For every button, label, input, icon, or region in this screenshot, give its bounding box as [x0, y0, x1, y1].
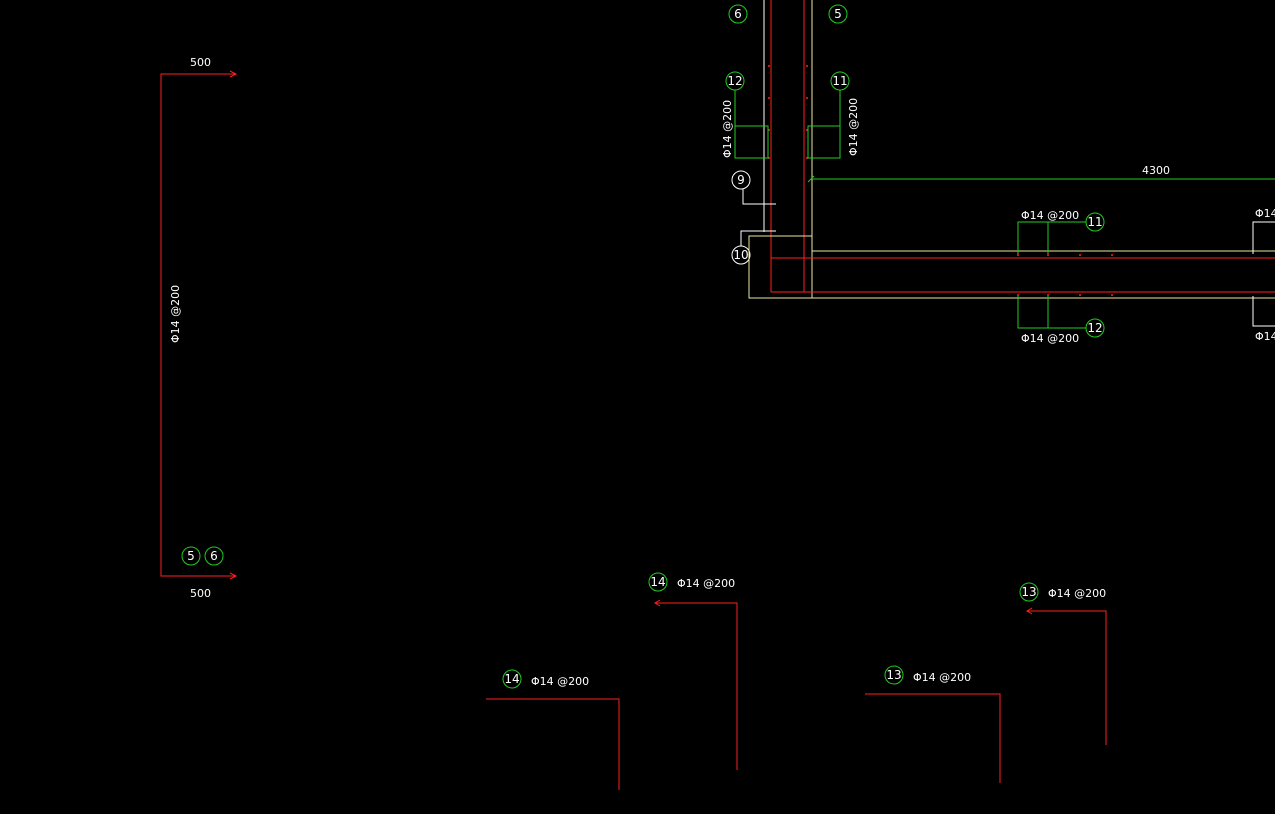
- rebar-detail-5-6: 500 500 Φ14 @200 5 6: [160, 56, 238, 600]
- bubble-14: [648, 572, 668, 592]
- bubble-13: [1019, 582, 1039, 602]
- spec-label-13b: Φ14 @200: [1048, 587, 1106, 600]
- bubble-14-text: 14: [650, 575, 665, 589]
- bubble-12-text: 12: [727, 74, 742, 88]
- spec-label-wall-left: Φ14 @200: [721, 100, 734, 158]
- bar-detail-13-a: 13 Φ14 @200: [865, 665, 1001, 783]
- bubble-6: [728, 4, 748, 24]
- spec-label-13a: Φ14 @200: [913, 671, 971, 684]
- bubble-6-text: 6: [210, 549, 218, 563]
- bubble-11-text: 11: [832, 74, 847, 88]
- leader-11-slab: [1017, 221, 1049, 254]
- bubble-14-text: 14: [504, 672, 519, 686]
- dimension-top-500: 500: [190, 56, 211, 69]
- bubble-9-text: 9: [737, 173, 745, 187]
- slab-section: 4300 11 Φ14 @200 12 Φ14 @200 Φ14 @200 Φ1…: [748, 164, 1275, 345]
- bubble-5: [828, 4, 848, 24]
- leader-10: [740, 230, 776, 246]
- bubble-5-text: 5: [834, 7, 842, 21]
- spec-label-14b: Φ14 @200: [677, 577, 735, 590]
- arrow-head: [1026, 607, 1033, 615]
- rebar-bar-14a: [486, 698, 620, 790]
- bubble-13: [884, 665, 904, 685]
- slab-corner-outline: [748, 235, 812, 299]
- arrow-head: [229, 70, 238, 78]
- slab-right-cut-bottom: [1252, 296, 1275, 327]
- bar-detail-13-b: 13 Φ14 @200: [1019, 582, 1107, 745]
- bubble-11-text: 11: [1087, 215, 1102, 229]
- bubble-9: [731, 170, 751, 190]
- slab-right-cut-top: [1252, 221, 1275, 254]
- bubble-5: [181, 546, 201, 566]
- bubble-11: [1085, 212, 1105, 232]
- spec-label-wall-right: Φ14 @200: [847, 98, 860, 156]
- bubble-12: [725, 71, 745, 91]
- bar-detail-14-b: 14 Φ14 @200: [648, 572, 738, 770]
- dimension-span-4300: 4300: [1142, 164, 1170, 177]
- bar-detail-14-a: 14 Φ14 @200: [486, 669, 620, 790]
- bubble-5-text: 5: [187, 549, 195, 563]
- spec-label-slab-bottom: Φ14 @200: [1021, 332, 1079, 345]
- leader-12: [734, 90, 769, 159]
- spec-label-slab-top: Φ14 @200: [1021, 209, 1079, 222]
- leader-9: [742, 189, 776, 205]
- rebar-bar-13a: [865, 693, 1001, 783]
- bubble-11: [830, 71, 850, 91]
- rebar-bar-14b: [655, 602, 738, 770]
- leader-11: [807, 90, 841, 159]
- arrow-head: [229, 572, 238, 580]
- rebar-bar-13b: [1027, 610, 1107, 745]
- bubble-6: [204, 546, 224, 566]
- spec-label-14a: Φ14 @200: [531, 675, 589, 688]
- bubble-14: [502, 669, 522, 689]
- bubble-10-text: 10: [733, 248, 748, 262]
- wall-section: 6 5 12 Φ14 @200 11 Φ14 @200 9 10: [721, 0, 860, 298]
- rebar-bar-5-6: [160, 73, 236, 577]
- bubble-13-text: 13: [886, 668, 901, 682]
- leader-12-slab: [1017, 296, 1049, 329]
- dimension-bottom-500: 500: [190, 587, 211, 600]
- bubble-13-text: 13: [1021, 585, 1036, 599]
- spec-label-cut-bottom: Φ14 @200: [1255, 330, 1275, 343]
- bubble-6-text: 6: [734, 7, 742, 21]
- spec-label-cut-top: Φ14 @200: [1255, 207, 1275, 220]
- bubble-12-text: 12: [1087, 321, 1102, 335]
- spec-label-vertical: Φ14 @200: [169, 285, 182, 343]
- arrow-head: [654, 599, 661, 607]
- slab-dim-tick: [807, 175, 815, 183]
- bubble-12: [1085, 318, 1105, 338]
